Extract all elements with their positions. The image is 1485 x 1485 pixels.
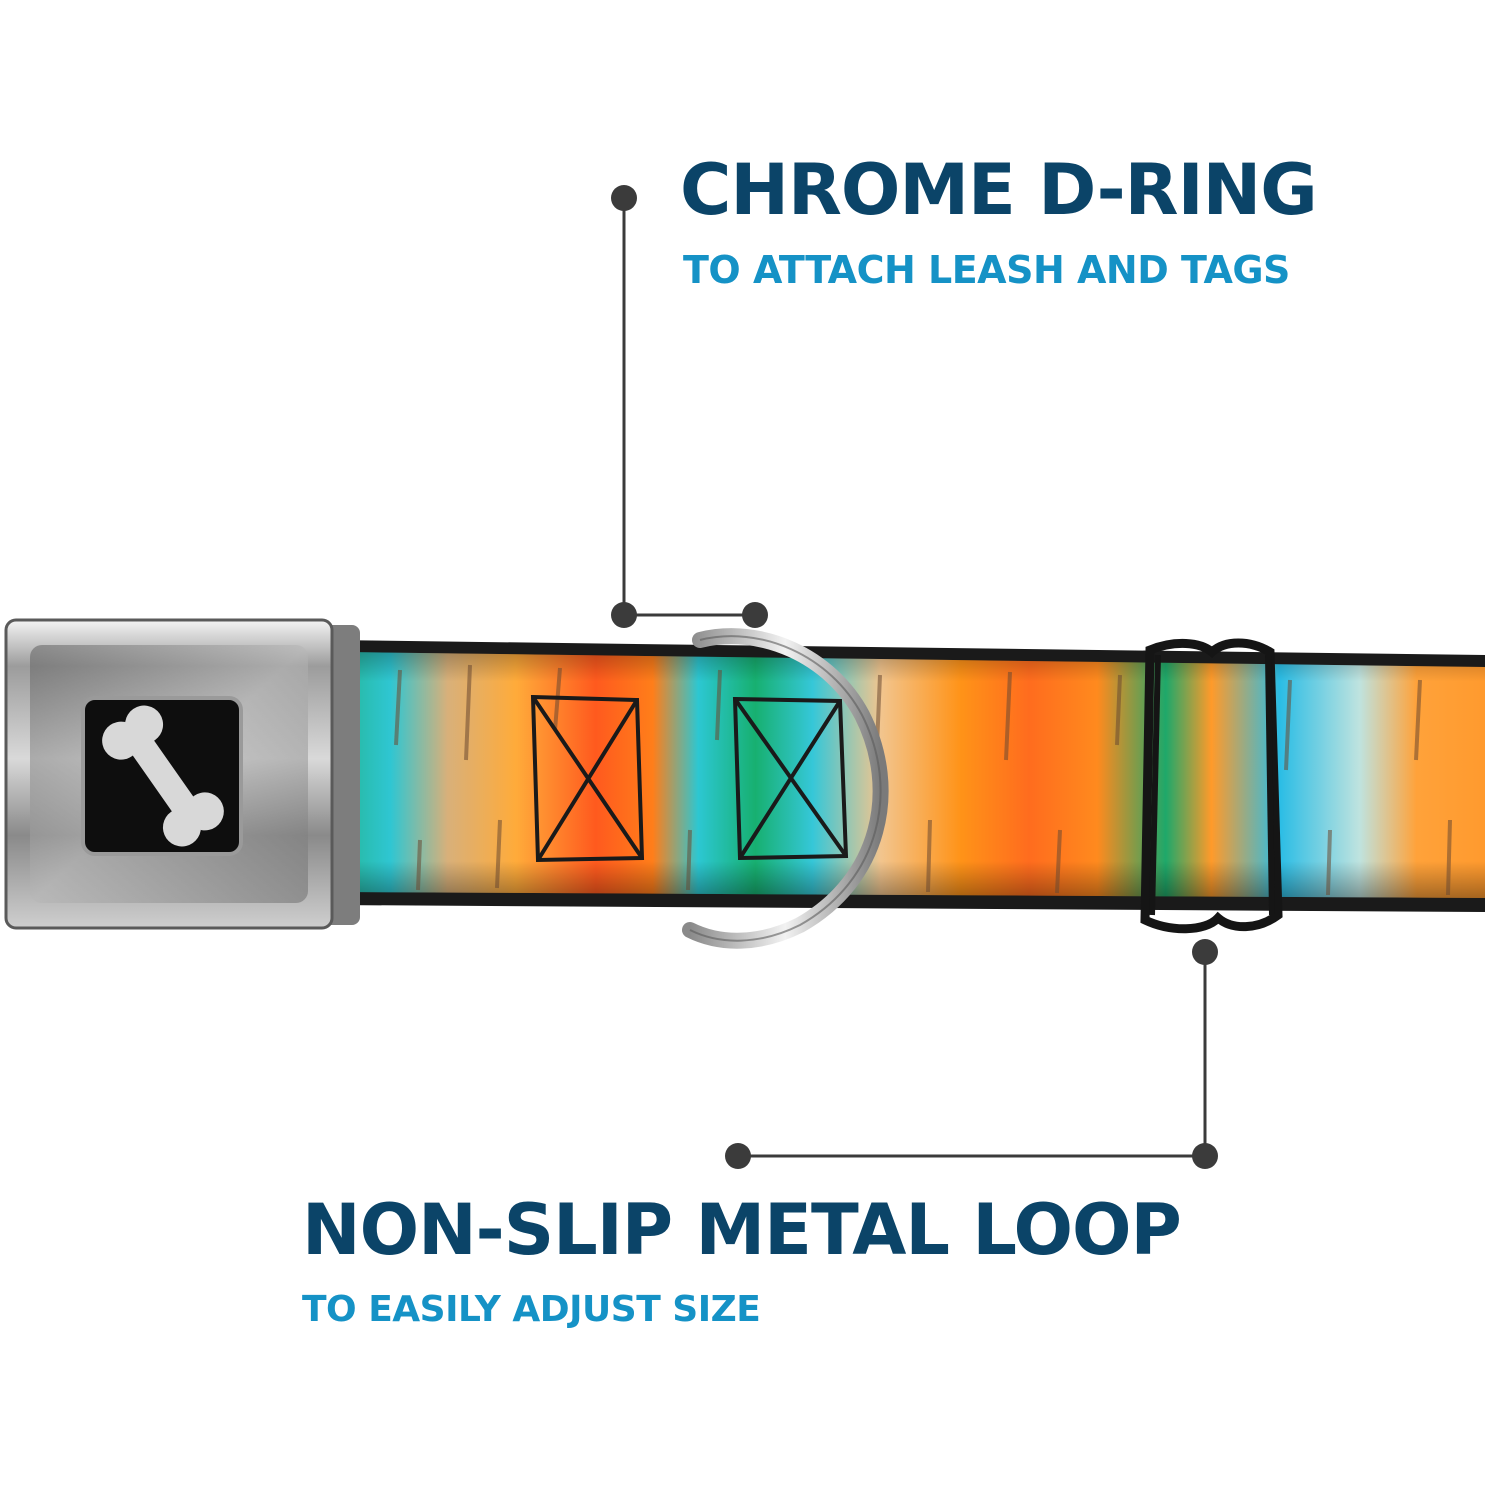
collar-strap — [330, 640, 1485, 912]
metal-loop-leader-line — [725, 939, 1218, 1169]
metal-loop-callout-subtitle: TO EASILY ADJUST SIZE — [302, 1289, 761, 1330]
chrome-d-ring — [682, 628, 889, 949]
non-slip-metal-loop — [1140, 638, 1283, 934]
seatbelt-buckle — [4, 618, 360, 930]
d-ring-leader-line — [611, 185, 768, 628]
bone-icon — [102, 705, 224, 847]
d-ring-callout-title: CHROME D-RING — [680, 149, 1318, 231]
metal-loop-callout-title: NON-SLIP METAL LOOP — [302, 1189, 1182, 1271]
d-ring-callout-subtitle: TO ATTACH LEASH AND TAGS — [683, 248, 1290, 292]
